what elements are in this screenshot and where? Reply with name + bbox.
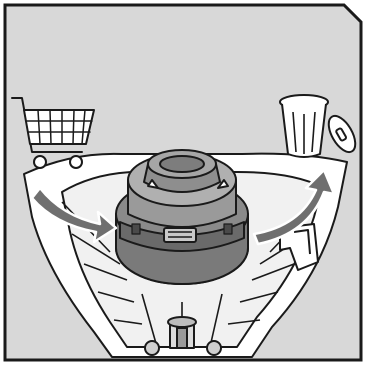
illustration-canvas	[2, 2, 364, 363]
spool-hub	[116, 150, 248, 284]
instruction-illustration	[2, 2, 364, 363]
